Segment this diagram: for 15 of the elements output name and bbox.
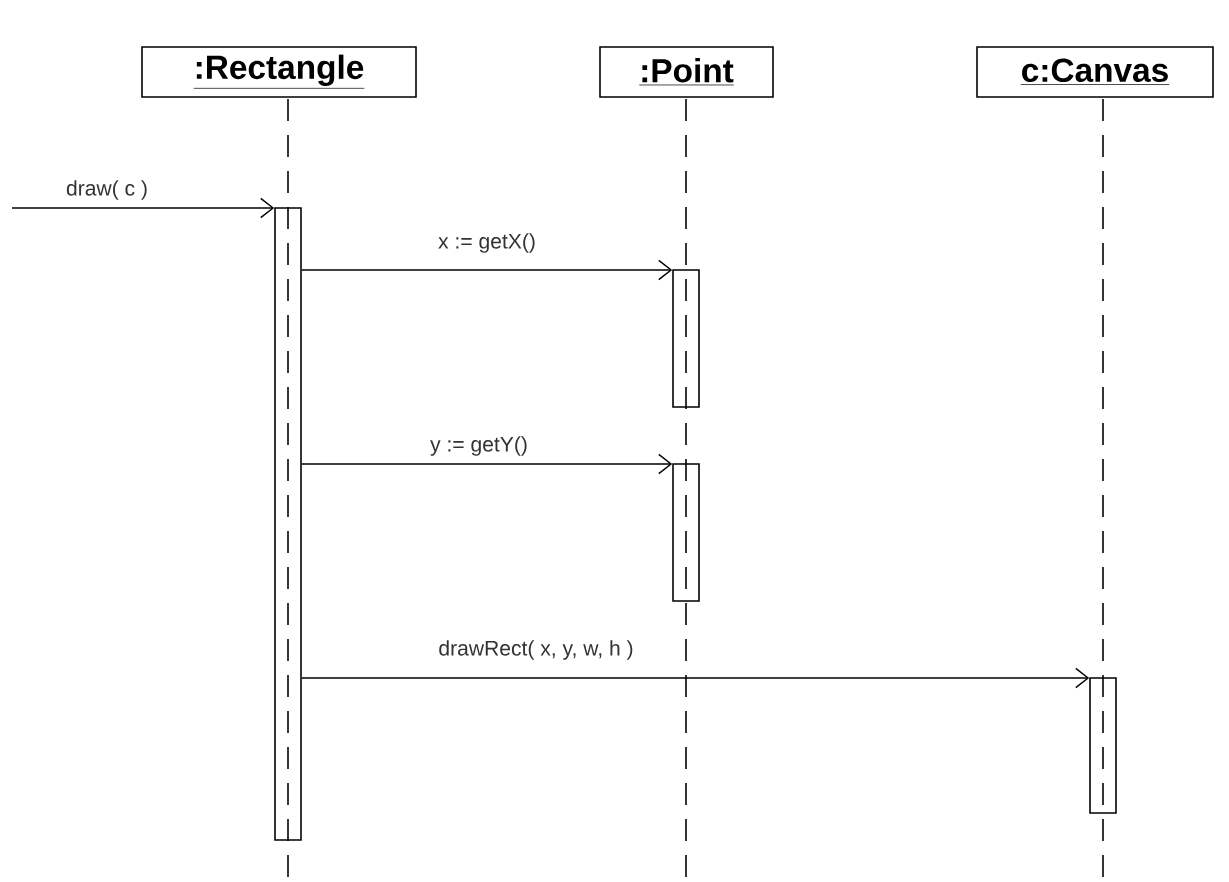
message-arrow bbox=[301, 453, 673, 475]
message-label: draw( c ) bbox=[64, 178, 150, 202]
message-label: x := getX() bbox=[436, 231, 538, 255]
activation-bar bbox=[1089, 677, 1117, 814]
message-arrow bbox=[301, 667, 1090, 689]
message-label: drawRect( x, y, w, h ) bbox=[436, 638, 636, 662]
object-box: :Point bbox=[599, 46, 774, 98]
activation-bar bbox=[274, 207, 302, 841]
message-label: y := getY() bbox=[428, 434, 530, 458]
object-box: :Rectangle bbox=[141, 46, 417, 98]
object-box: c:Canvas bbox=[976, 46, 1214, 98]
message-arrow bbox=[301, 259, 673, 281]
activation-bar bbox=[672, 269, 700, 408]
message-arrow bbox=[11, 197, 275, 219]
activation-bar bbox=[672, 463, 700, 602]
